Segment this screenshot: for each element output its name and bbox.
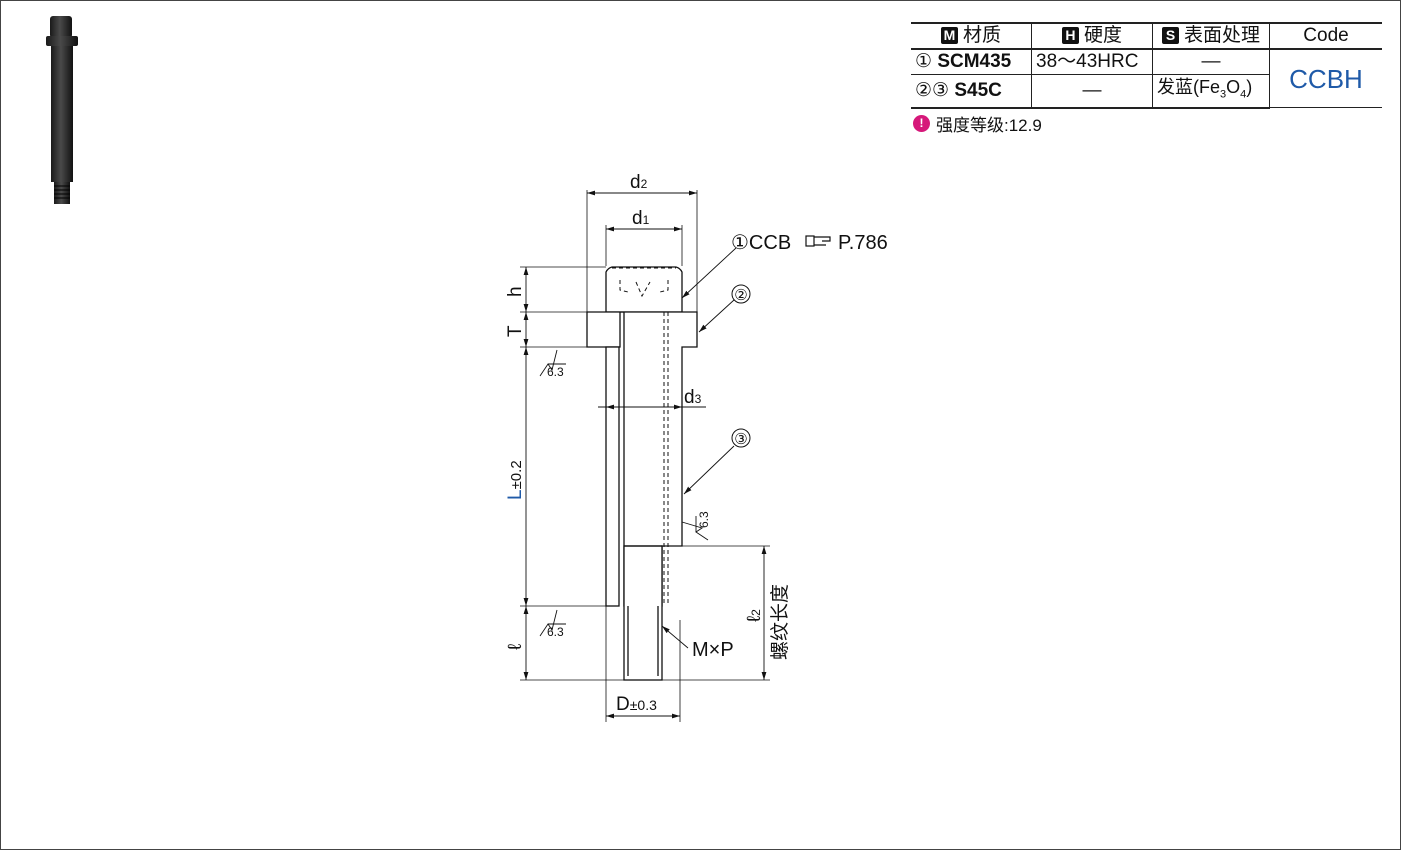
table-row: ②③ S45C — 发蓝(Fe3O4) bbox=[911, 73, 1382, 109]
roughness-value-3: 6.3 bbox=[697, 511, 711, 528]
h-label: h bbox=[505, 286, 526, 297]
table-row: ① SCM435 38〜43HRC — CCBH bbox=[911, 48, 1382, 109]
material-badge-icon: M bbox=[940, 27, 958, 44]
callout-2-label: ② bbox=[734, 287, 747, 304]
callout2-leader bbox=[698, 299, 735, 333]
pointing-hand-icon bbox=[805, 235, 831, 247]
roughness-value-2: 6.3 bbox=[547, 625, 564, 639]
hardness-header-label: 硬度 bbox=[1083, 25, 1122, 46]
sleeve-strip bbox=[605, 346, 620, 607]
thread-label: M×P bbox=[692, 639, 734, 661]
surface-cell: 发蓝(Fe3O4) bbox=[1152, 73, 1270, 109]
hardness-badge-icon: H bbox=[1061, 27, 1079, 44]
roughness-value-1: 6.3 bbox=[547, 365, 564, 379]
hardness-cell: — bbox=[1031, 73, 1153, 109]
material-header-label: 材质 bbox=[962, 25, 1001, 46]
head-outline bbox=[605, 266, 683, 313]
d1-label: d1 bbox=[632, 208, 650, 229]
T-label: T bbox=[505, 325, 526, 337]
part1-label: ①CCB bbox=[731, 232, 791, 254]
thread-length-label: 螺纹长度 bbox=[769, 584, 791, 660]
material-cell: ②③ S45C bbox=[911, 73, 1032, 109]
product-photo bbox=[46, 16, 78, 204]
surface-cell: — bbox=[1152, 48, 1270, 75]
D-label: D±0.3 bbox=[616, 694, 657, 715]
code-cell: CCBH bbox=[1269, 48, 1382, 109]
d2-label: d2 bbox=[630, 172, 648, 193]
l-label: ℓ bbox=[505, 644, 526, 650]
l2-label: ℓ2 bbox=[744, 609, 765, 622]
roughness-symbols bbox=[539, 349, 709, 637]
code-header: Code bbox=[1269, 22, 1382, 50]
L-label: L±0.2 bbox=[505, 460, 526, 500]
callout1-leader bbox=[681, 247, 737, 299]
surface-badge-icon: S bbox=[1161, 27, 1179, 44]
callout3-leader bbox=[683, 445, 735, 495]
strength-note-text: 强度等级:12.9 bbox=[936, 116, 1042, 135]
page-reference: P.786 bbox=[838, 232, 888, 254]
thread-leader bbox=[661, 625, 689, 649]
d3-label: d3 bbox=[684, 387, 702, 408]
material-value: S45C bbox=[954, 79, 1002, 101]
strength-note: ! 强度等级:12.9 bbox=[913, 111, 1042, 136]
row-index: ① bbox=[915, 51, 933, 72]
info-pin-icon: ! bbox=[913, 115, 930, 132]
row-index: ②③ bbox=[915, 79, 950, 101]
thread-end bbox=[623, 545, 663, 681]
callout-3-label: ③ bbox=[734, 431, 747, 448]
material-value: SCM435 bbox=[937, 51, 1012, 72]
material-cell: ① SCM435 bbox=[911, 48, 1032, 75]
surface-header-label: 表面处理 bbox=[1183, 25, 1260, 46]
